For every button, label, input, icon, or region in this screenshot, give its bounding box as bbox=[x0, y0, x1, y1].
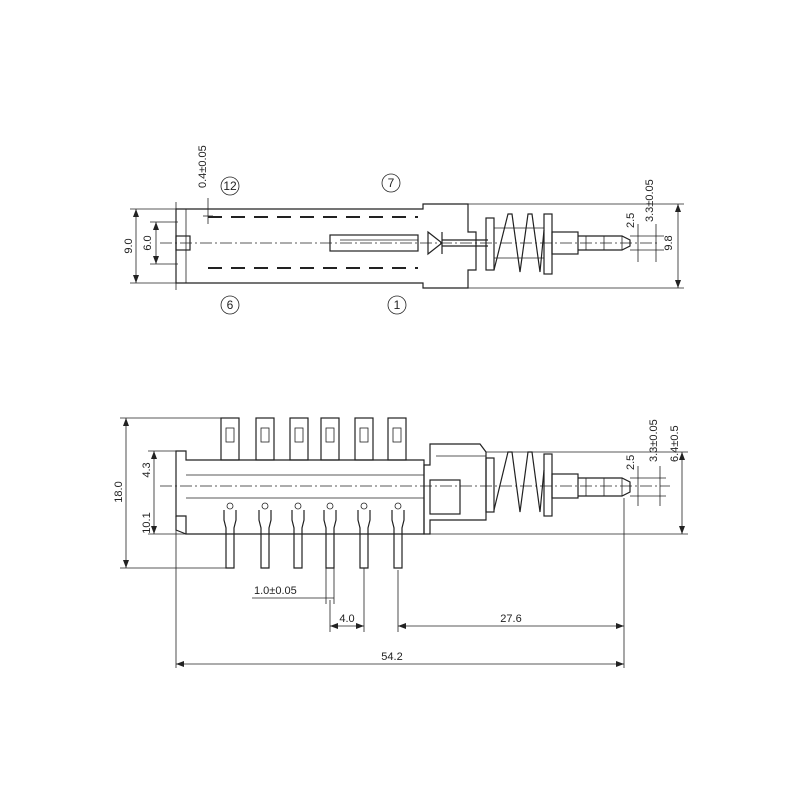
dim-3-3-label: 3.3±0.05 bbox=[644, 179, 656, 222]
upper-terminal bbox=[354, 417, 374, 461]
upper-terminal bbox=[320, 417, 340, 461]
dim-9-8-arrow-top bbox=[675, 204, 681, 212]
dim-6-arrow-top bbox=[153, 222, 159, 230]
dim-9-8-label: 9.8 bbox=[663, 235, 675, 250]
dim-0-4-label: 0.4±0.05 bbox=[197, 145, 209, 188]
dim-54-2-arrow-left bbox=[176, 661, 184, 667]
dim-54-2-arrow-right bbox=[616, 661, 624, 667]
dim-9-arrow-bottom bbox=[133, 275, 139, 283]
top-spring-cap-right bbox=[543, 213, 553, 275]
top-left-slot bbox=[175, 235, 191, 251]
dim-18-arrow-top bbox=[123, 418, 129, 426]
top-rod-collar bbox=[551, 231, 579, 255]
side-actuator-housing bbox=[423, 443, 487, 535]
dim-10-1-label: 10.1 bbox=[141, 512, 153, 533]
pin-label-1: 1 bbox=[394, 298, 401, 312]
upper-terminal bbox=[387, 417, 407, 461]
dim-4-0-label: 4.0 bbox=[339, 613, 354, 625]
side-spring-cap-right bbox=[543, 453, 553, 517]
side-spring-cap-left bbox=[485, 457, 495, 513]
lower-pin bbox=[323, 502, 337, 569]
dim-4-0-arrow-left bbox=[330, 623, 338, 629]
lower-pin bbox=[291, 502, 305, 569]
side-rod bbox=[578, 477, 631, 497]
top-rod bbox=[578, 235, 631, 251]
dim-6-4-arrow-top bbox=[679, 452, 685, 460]
dim-2-5-label: 2.5 bbox=[625, 213, 637, 228]
dim-18-arrow-bottom bbox=[123, 560, 129, 568]
dim-9-arrow-top bbox=[133, 209, 139, 217]
dim-54-2-label: 54.2 bbox=[381, 651, 402, 663]
side-lower-pins bbox=[223, 502, 405, 569]
dim-6-4-arrow-bottom bbox=[679, 526, 685, 534]
dim-9-label: 9.0 bbox=[123, 238, 135, 253]
dim-4-3-arrow bbox=[151, 451, 157, 459]
dim-27-6-label: 27.6 bbox=[500, 613, 521, 625]
pin-label-7: 7 bbox=[388, 176, 395, 190]
dim-10-1-arrow bbox=[151, 526, 157, 534]
pin-marker-6 bbox=[220, 295, 240, 315]
top-body-outline bbox=[175, 203, 477, 289]
top-cam bbox=[427, 230, 443, 256]
dim-27-6-arrow-right bbox=[616, 623, 624, 629]
side-rod-collar bbox=[551, 473, 579, 499]
dim-6-4-label: 6.4±0.5 bbox=[669, 425, 681, 462]
dim-6-arrow-bottom bbox=[153, 256, 159, 264]
upper-terminal bbox=[255, 417, 275, 461]
dim-27-6-arrow-left bbox=[398, 623, 406, 629]
lower-pin bbox=[357, 502, 371, 569]
lower-pin bbox=[223, 502, 237, 569]
dim-6-label: 6.0 bbox=[142, 235, 154, 250]
dim-9-8-arrow-bottom bbox=[675, 280, 681, 288]
side-body-outline bbox=[175, 450, 425, 535]
dim-18-label: 18.0 bbox=[113, 481, 125, 502]
side-body-foot bbox=[175, 516, 187, 535]
upper-terminal bbox=[289, 417, 309, 461]
side-actuator-window bbox=[429, 479, 461, 515]
top-slider bbox=[329, 234, 419, 252]
lower-pin bbox=[258, 502, 272, 569]
pin-marker-1 bbox=[387, 295, 407, 315]
pin-label-12: 12 bbox=[223, 179, 237, 193]
upper-terminal bbox=[220, 417, 240, 461]
dim-4-3-label: 4.3 bbox=[141, 462, 153, 477]
side-view: 18.0 4.3 10.1 1.0±0.05 4.0 27.6 54. bbox=[113, 417, 688, 668]
pin-marker-12 bbox=[220, 176, 240, 196]
dim-side-2-5-label: 2.5 bbox=[625, 455, 637, 470]
lower-pin bbox=[391, 502, 405, 569]
side-spring-coils bbox=[493, 451, 545, 513]
top-spring-coils bbox=[493, 213, 545, 273]
dim-4-0-arrow-right bbox=[356, 623, 364, 629]
dim-side-3-3-label: 3.3±0.05 bbox=[648, 419, 660, 462]
top-view: 12 7 6 1 0.4±0.05 9.0 6.0 2.5 3.3±0.05 bbox=[123, 145, 684, 315]
pin-label-6: 6 bbox=[227, 298, 234, 312]
dim-1-0-label: 1.0±0.05 bbox=[254, 585, 297, 597]
pin-marker-7 bbox=[381, 173, 401, 193]
side-upper-terminals bbox=[220, 417, 407, 461]
top-spring-cap-left bbox=[485, 217, 495, 271]
